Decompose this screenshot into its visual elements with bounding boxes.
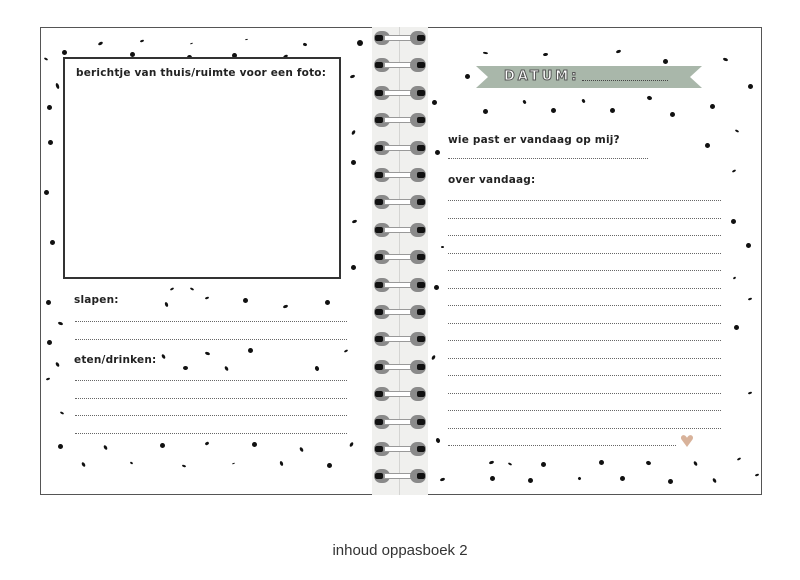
confetti-dot (705, 143, 710, 148)
writing-line[interactable] (75, 380, 347, 381)
photo-label: berichtje van thuis/ruimte voor een foto… (76, 67, 327, 79)
confetti-dot (441, 246, 444, 248)
spiral-ring (374, 58, 426, 73)
spiral-ring (374, 195, 426, 210)
confetti-dot (746, 243, 751, 248)
confetti-dot (46, 300, 51, 305)
writing-line[interactable] (75, 415, 347, 416)
confetti-dot (541, 462, 546, 467)
writing-line[interactable] (448, 340, 721, 341)
spiral-ring (374, 113, 426, 128)
writing-line[interactable] (448, 357, 721, 359)
writing-line[interactable] (448, 322, 721, 324)
date-label: DATUM: (503, 69, 580, 85)
spiral-ring (374, 250, 426, 265)
confetti-dot (620, 476, 625, 481)
spiral-ring (374, 31, 426, 45)
confetti-dot (243, 298, 248, 303)
confetti-dot (47, 105, 52, 110)
confetti-dot (58, 444, 63, 449)
confetti-dot (670, 112, 675, 117)
confetti-dot (465, 74, 470, 79)
writing-line[interactable] (448, 270, 721, 271)
confetti-dot (663, 59, 668, 64)
writing-line[interactable] (75, 432, 347, 434)
writing-line[interactable] (448, 445, 676, 446)
date-field[interactable] (582, 80, 668, 81)
writing-line[interactable] (448, 287, 721, 289)
confetti-dot (731, 219, 736, 224)
confetti-dot (351, 265, 356, 270)
food-label: eten/drinken: (74, 354, 157, 366)
writing-line[interactable] (448, 235, 721, 236)
spiral-ring (374, 387, 426, 402)
heart-icon (680, 433, 694, 452)
confetti-dot (48, 140, 53, 145)
confetti-dot (50, 240, 55, 245)
confetti-dot (434, 285, 439, 290)
confetti-dot (528, 478, 533, 483)
spiral-ring (374, 168, 426, 182)
confetti-dot (435, 150, 440, 155)
caption: inhoud oppasboek 2 (332, 542, 468, 559)
who-label: wie past er vandaag op mij? (448, 134, 620, 146)
confetti-dot (551, 108, 556, 113)
confetti-dot (668, 479, 673, 484)
writing-line[interactable] (448, 427, 721, 429)
confetti-dot (734, 325, 739, 330)
confetti-dot (351, 160, 356, 165)
writing-line[interactable] (448, 200, 721, 201)
confetti-dot (183, 366, 188, 370)
writing-line[interactable] (448, 305, 721, 306)
writing-line[interactable] (75, 397, 347, 399)
spiral-ring (374, 332, 426, 347)
confetti-dot (599, 460, 604, 465)
confetti-dot (610, 108, 615, 113)
today-label: over vandaag: (448, 174, 536, 186)
writing-line[interactable] (75, 338, 347, 340)
spiral-ring (374, 85, 426, 100)
spiral-ring (374, 222, 426, 237)
spiral-ring (374, 442, 426, 456)
writing-line[interactable] (448, 217, 721, 219)
date-banner: DATUM: (476, 66, 702, 88)
photo-box (63, 57, 341, 279)
writing-line[interactable] (448, 158, 648, 159)
confetti-dot (327, 463, 332, 468)
confetti-dot (325, 300, 330, 305)
writing-line[interactable] (448, 375, 721, 376)
spiral-ring (374, 359, 426, 374)
sleep-label: slapen: (74, 294, 119, 306)
spiral-ring (374, 414, 426, 429)
confetti-dot (248, 348, 253, 353)
confetti-dot (710, 104, 715, 109)
confetti-dot (44, 190, 49, 195)
spiral-ring (374, 140, 426, 155)
confetti-dot (232, 53, 237, 58)
right-page (428, 27, 762, 495)
confetti-dot (490, 476, 495, 481)
spiral-ring (374, 277, 426, 292)
confetti-dot (483, 109, 488, 114)
confetti-dot (62, 50, 67, 55)
banner-ribbon (476, 66, 702, 88)
writing-line[interactable] (448, 410, 721, 411)
spiral-binding (372, 27, 428, 495)
confetti-dot (160, 443, 165, 448)
spiral-ring (374, 469, 426, 484)
confetti-dot (252, 442, 257, 447)
confetti-dot (748, 84, 753, 89)
writing-line[interactable] (448, 392, 721, 394)
confetti-dot (432, 100, 437, 105)
writing-line[interactable] (75, 321, 347, 322)
spine-fold (399, 27, 400, 495)
confetti-dot (357, 40, 363, 46)
confetti-dot (47, 340, 52, 345)
confetti-dot (130, 52, 135, 57)
writing-line[interactable] (448, 252, 721, 254)
spiral-ring (374, 305, 426, 319)
